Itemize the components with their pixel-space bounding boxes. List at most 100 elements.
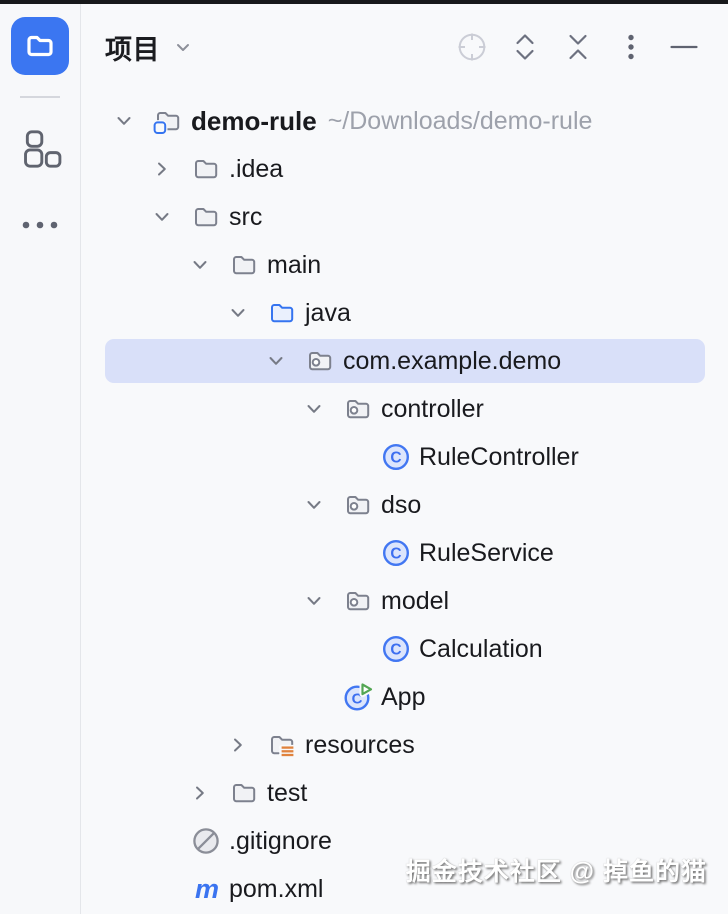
structure-tool-button[interactable]	[18, 130, 62, 168]
tree-item-label: model	[381, 586, 450, 615]
tree-row-com-example-demo[interactable]: com.example.demo	[81, 337, 728, 385]
tree-row-gitignore[interactable]: .gitignore	[81, 817, 728, 865]
indent-spacer	[81, 889, 151, 890]
options-menu-button[interactable]	[614, 30, 648, 64]
tree-row-main[interactable]: main	[81, 241, 728, 289]
indent-spacer	[81, 553, 341, 554]
expand-all-icon	[508, 30, 542, 64]
class-icon	[381, 538, 411, 568]
chevron-down-icon[interactable]	[171, 35, 195, 59]
indent-spacer	[81, 313, 227, 314]
project-tree: demo-rule ~/Downloads/demo-rule .idea sr…	[81, 97, 728, 913]
class-icon	[381, 634, 411, 664]
tree-item-label: test	[267, 778, 308, 807]
ellipsis-icon	[21, 220, 59, 230]
minimize-icon	[667, 30, 701, 64]
panel-actions	[455, 30, 701, 64]
locate-file-button[interactable]	[455, 30, 489, 64]
tree-row-src[interactable]: src	[81, 193, 728, 241]
indent-spacer	[81, 649, 341, 650]
indent-spacer	[81, 457, 341, 458]
tree-row-controller[interactable]: controller	[81, 385, 728, 433]
folder-source-icon	[267, 298, 297, 328]
chevron-icon[interactable]	[303, 494, 343, 516]
class-icon	[381, 442, 411, 472]
package-icon	[343, 586, 373, 616]
tree-row-calculation[interactable]: Calculation	[81, 625, 728, 673]
tree-item-label: dso	[381, 490, 422, 519]
tree-row-test[interactable]: test	[81, 769, 728, 817]
tree-item-label: demo-rule	[191, 105, 317, 136]
tree-item-label: App	[381, 682, 426, 711]
folder-resources-icon	[267, 730, 297, 760]
hide-panel-button[interactable]	[667, 30, 701, 64]
tree-item-label: RuleService	[419, 538, 554, 567]
project-folder-icon	[153, 106, 183, 136]
chevron-icon[interactable]	[113, 110, 153, 132]
window-top-edge	[0, 0, 728, 4]
kebab-icon	[614, 30, 648, 64]
tool-window-stripe	[0, 4, 81, 914]
maven-icon	[191, 874, 221, 904]
folder-icon	[23, 29, 57, 63]
project-tool-window: 项目	[0, 4, 728, 914]
ignored-icon	[191, 826, 221, 856]
tree-row-ruleservice[interactable]: RuleService	[81, 529, 728, 577]
tree-row-pom-xml[interactable]: pom.xml	[81, 865, 728, 913]
indent-spacer	[81, 697, 303, 698]
collapse-all-icon	[561, 30, 595, 64]
class-run-icon	[343, 682, 373, 712]
indent-spacer	[81, 121, 113, 122]
indent-spacer	[81, 361, 265, 362]
tree-item-label: src	[229, 202, 263, 231]
tree-item-label: main	[267, 250, 322, 279]
tree-row-resources[interactable]: resources	[81, 721, 728, 769]
indent-spacer	[81, 793, 189, 794]
chevron-icon[interactable]	[151, 206, 191, 228]
collapse-all-button[interactable]	[561, 30, 595, 64]
chevron-icon[interactable]	[265, 350, 305, 372]
tree-item-label: controller	[381, 394, 484, 423]
chevron-icon[interactable]	[227, 734, 267, 756]
project-panel: 项目	[81, 4, 728, 914]
tree-item-label: Calculation	[419, 634, 543, 663]
selection-highlight	[105, 339, 705, 383]
folder-icon	[191, 154, 221, 184]
indent-spacer	[81, 745, 227, 746]
tree-row-dso[interactable]: dso	[81, 481, 728, 529]
chevron-icon[interactable]	[189, 782, 229, 804]
tree-row-idea[interactable]: .idea	[81, 145, 728, 193]
tree-item-label: resources	[305, 730, 415, 759]
package-icon	[343, 490, 373, 520]
structure-icon	[18, 130, 62, 168]
expand-all-button[interactable]	[508, 30, 542, 64]
tree-item-label: RuleController	[419, 442, 579, 471]
project-tool-button[interactable]	[11, 17, 69, 75]
chevron-icon[interactable]	[189, 254, 229, 276]
tree-row-rulecontroller[interactable]: RuleController	[81, 433, 728, 481]
folder-icon	[229, 778, 259, 808]
folder-icon	[191, 202, 221, 232]
stripe-divider	[20, 96, 60, 98]
panel-title[interactable]: 项目	[105, 34, 160, 65]
tree-row-app[interactable]: App	[81, 673, 728, 721]
indent-spacer	[81, 409, 303, 410]
tree-item-label: java	[305, 298, 351, 327]
chevron-icon[interactable]	[303, 398, 343, 420]
tree-item-label: .gitignore	[229, 826, 332, 855]
indent-spacer	[81, 505, 303, 506]
package-icon	[305, 346, 335, 376]
chevron-icon[interactable]	[303, 590, 343, 612]
target-icon	[455, 30, 489, 64]
indent-spacer	[81, 265, 189, 266]
tree-item-label: .idea	[229, 154, 284, 183]
package-icon	[343, 394, 373, 424]
tree-item-path: ~/Downloads/demo-rule	[327, 106, 593, 135]
more-tool-windows-button[interactable]	[21, 220, 59, 230]
chevron-icon[interactable]	[227, 302, 267, 324]
tree-row-demo-rule[interactable]: demo-rule ~/Downloads/demo-rule	[81, 97, 728, 145]
tree-row-model[interactable]: model	[81, 577, 728, 625]
tree-row-java[interactable]: java	[81, 289, 728, 337]
panel-header: 项目	[81, 4, 728, 90]
chevron-icon[interactable]	[151, 158, 191, 180]
